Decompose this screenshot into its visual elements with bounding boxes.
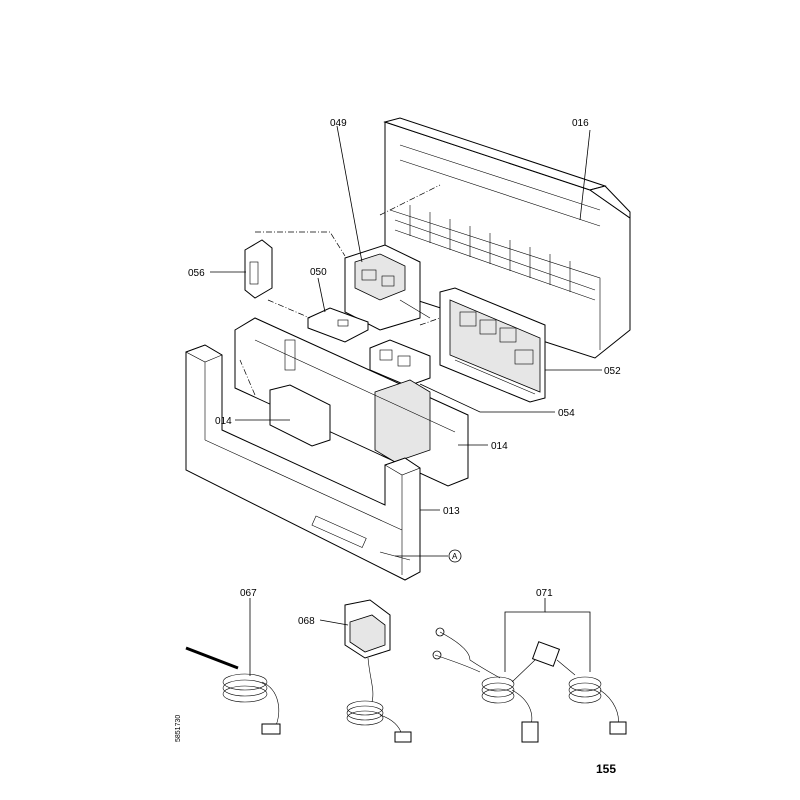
label-052: 052 [604,366,621,377]
part-049-board [336,125,431,331]
part-carrier [234,317,488,487]
part-068-plug [319,599,412,743]
page-number: 155 [596,762,616,776]
label-013: 013 [443,506,460,517]
label-049: 049 [330,118,347,129]
label-A: A [452,552,458,561]
label-056: 056 [188,268,205,279]
label-014-left: 014 [215,416,232,427]
alignment-lines [239,184,441,396]
label-071: 071 [536,588,553,599]
label-054: 054 [558,408,575,419]
label-050: 050 [310,267,327,278]
label-016: 016 [572,118,589,129]
drawing-code: 5851730 [175,715,182,742]
part-067-sensor [185,598,281,735]
label-014-right: 014 [491,441,508,452]
part-056-board [210,239,273,299]
part-054-board [369,339,555,413]
part-071-harness [432,598,627,743]
terminal-row [394,205,596,301]
part-013-cover [185,344,462,581]
part-050-module [307,277,369,343]
part-052-pcb [439,287,602,403]
label-067: 067 [240,588,257,599]
label-068: 068 [298,616,315,627]
